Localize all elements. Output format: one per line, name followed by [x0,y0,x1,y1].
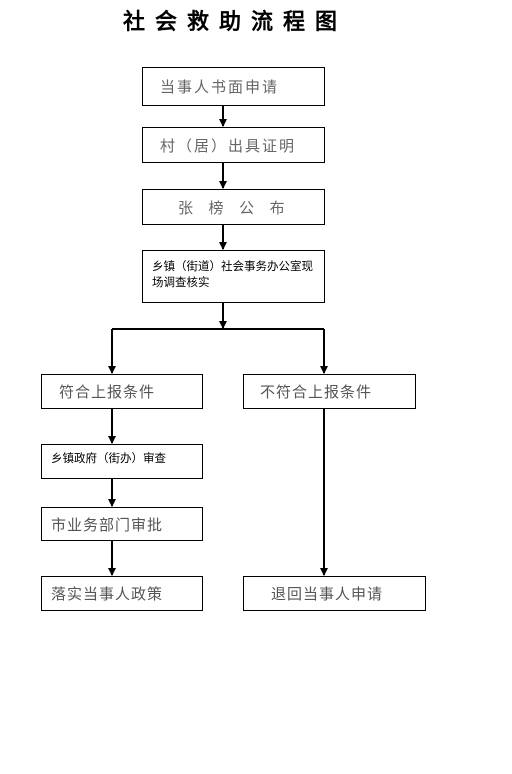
step-apply: 当事人书面申请 [142,67,325,106]
step-investigate: 乡镇（街道）社会事务办公室现场调查核实 [142,250,325,303]
step-publish: 张 榜 公 布 [142,189,325,225]
step-certify: 村（居）出具证明 [142,127,325,163]
step-review: 乡镇政府（街办）审查 [41,444,203,479]
step-ineligible: 不符合上报条件 [243,374,416,409]
step-return: 退回当事人申请 [243,576,426,611]
step-implement: 落实当事人政策 [41,576,203,611]
step-eligible: 符合上报条件 [41,374,203,409]
step-approve: 市业务部门审批 [41,507,203,541]
page-title: 社会救助流程图 [122,9,347,35]
